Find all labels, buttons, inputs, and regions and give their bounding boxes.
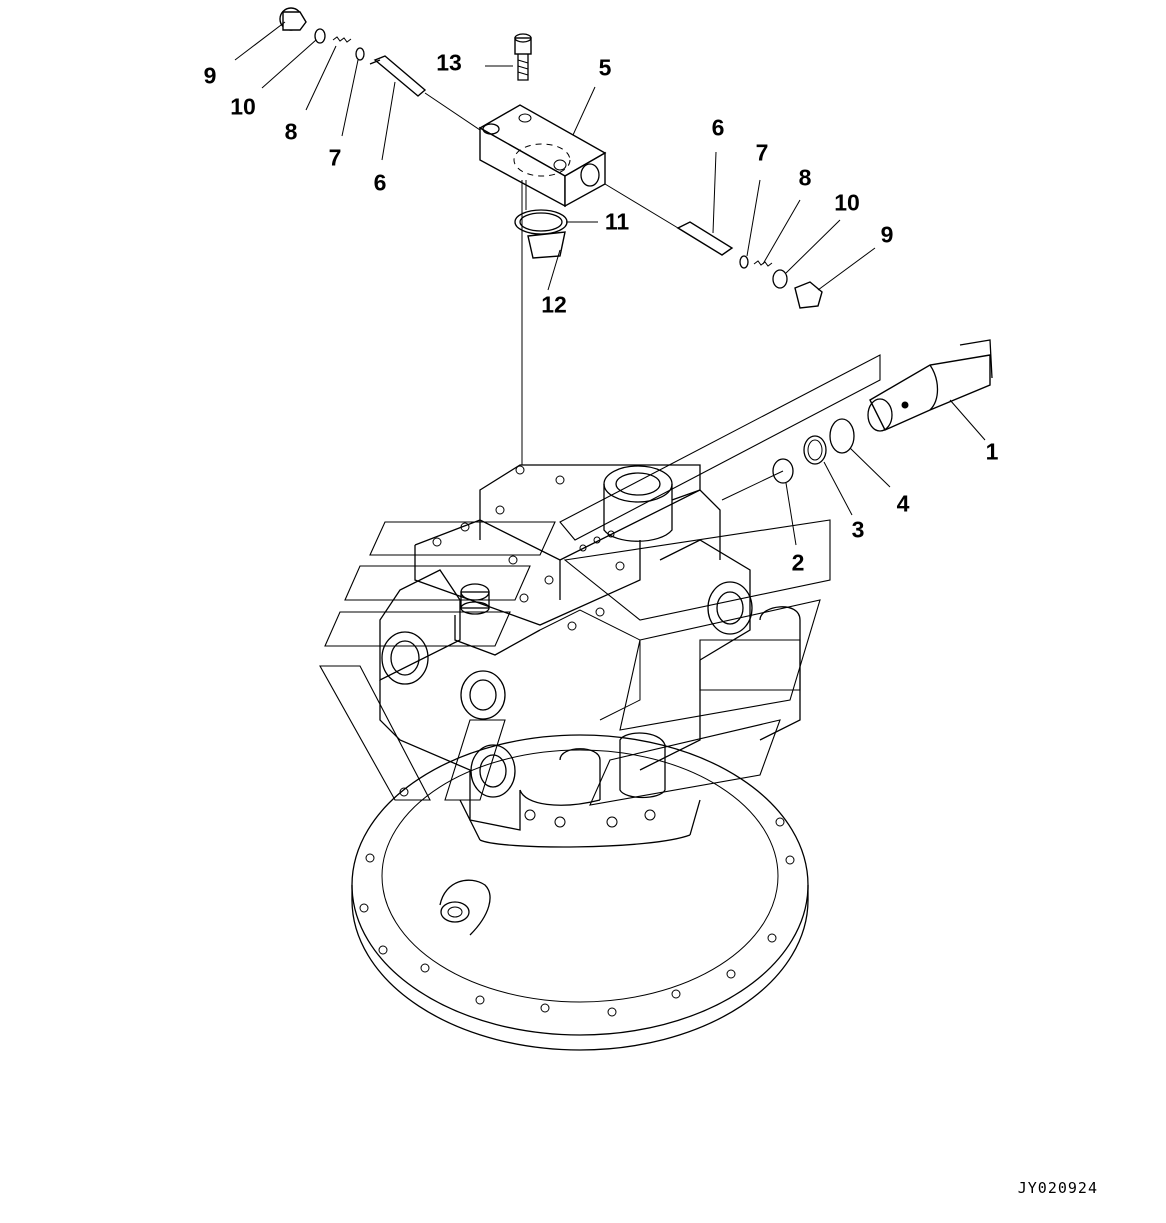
callout-9-left: 9 [203,62,217,89]
callout-8-left: 8 [284,118,298,145]
cartridge-valve [772,339,993,484]
leader-lines [234,21,986,546]
callout-11: 11 [604,208,630,235]
callout-7-left: 7 [328,144,342,171]
left-valve-set [279,7,427,97]
callout-3: 3 [851,516,865,543]
callout-10-left: 10 [230,93,256,120]
callout-6-right: 6 [711,114,725,141]
right-valve-set [676,221,823,309]
callout-1: 1 [985,438,999,465]
callout-6-left: 6 [373,169,387,196]
callout-7-right: 7 [755,139,769,166]
callout-2: 2 [791,549,805,576]
valve-block [478,104,607,208]
callout-12: 12 [541,291,567,318]
drawing-code: JY020924 [1017,1179,1098,1197]
motor-body [379,464,801,848]
callout-4: 4 [896,490,910,517]
callout-9-right: 9 [880,221,894,248]
callout-5: 5 [598,54,612,81]
motor-flange [351,734,809,1051]
callout-10-right: 10 [834,189,860,216]
callout-8-right: 8 [798,164,812,191]
seal-parts [514,209,568,259]
bolt-13 [514,33,532,81]
watermark [319,354,881,806]
callout-13: 13 [436,49,462,76]
